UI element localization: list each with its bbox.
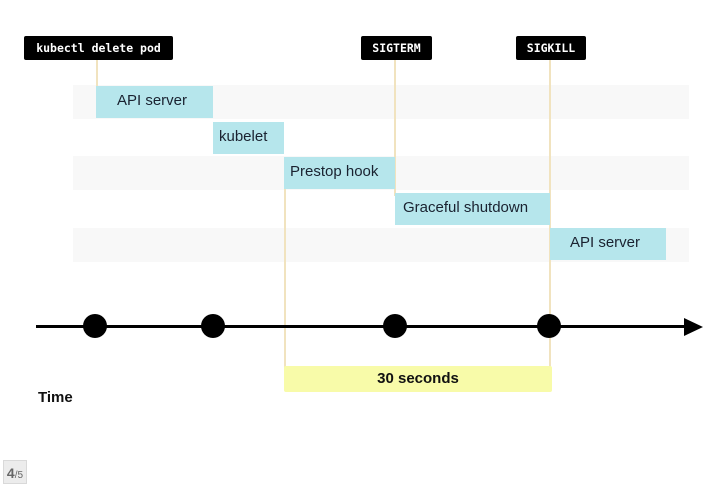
page-indicator[interactable]: 4/5 <box>3 460 27 484</box>
step-api-server-final: API server <box>550 228 666 260</box>
event-tag-sigkill: SIGKILL <box>516 36 586 60</box>
timeline-dot <box>201 314 225 338</box>
timeline-dot <box>537 314 561 338</box>
guide-line-sigterm <box>394 58 396 196</box>
time-axis <box>36 325 688 328</box>
guide-line-sigkill <box>549 58 551 370</box>
page-current: 4 <box>6 465 15 481</box>
guide-line-delete <box>96 58 98 88</box>
step-api-server: API server <box>96 86 213 118</box>
event-tag-delete: kubectl delete pod <box>24 36 173 60</box>
step-prestop-hook: Prestop hook <box>284 157 395 189</box>
timeline-dot <box>383 314 407 338</box>
axis-label: Time <box>38 389 73 406</box>
duration-bar: 30 seconds <box>284 366 552 392</box>
guide-line-prestop <box>284 186 286 368</box>
event-tag-sigterm: SIGTERM <box>361 36 432 60</box>
page-total: /5 <box>14 470 24 481</box>
timeline-dot <box>83 314 107 338</box>
step-kubelet: kubelet <box>213 122 284 154</box>
step-graceful-shutdown: Graceful shutdown <box>395 193 550 225</box>
time-axis-arrow <box>684 318 703 336</box>
